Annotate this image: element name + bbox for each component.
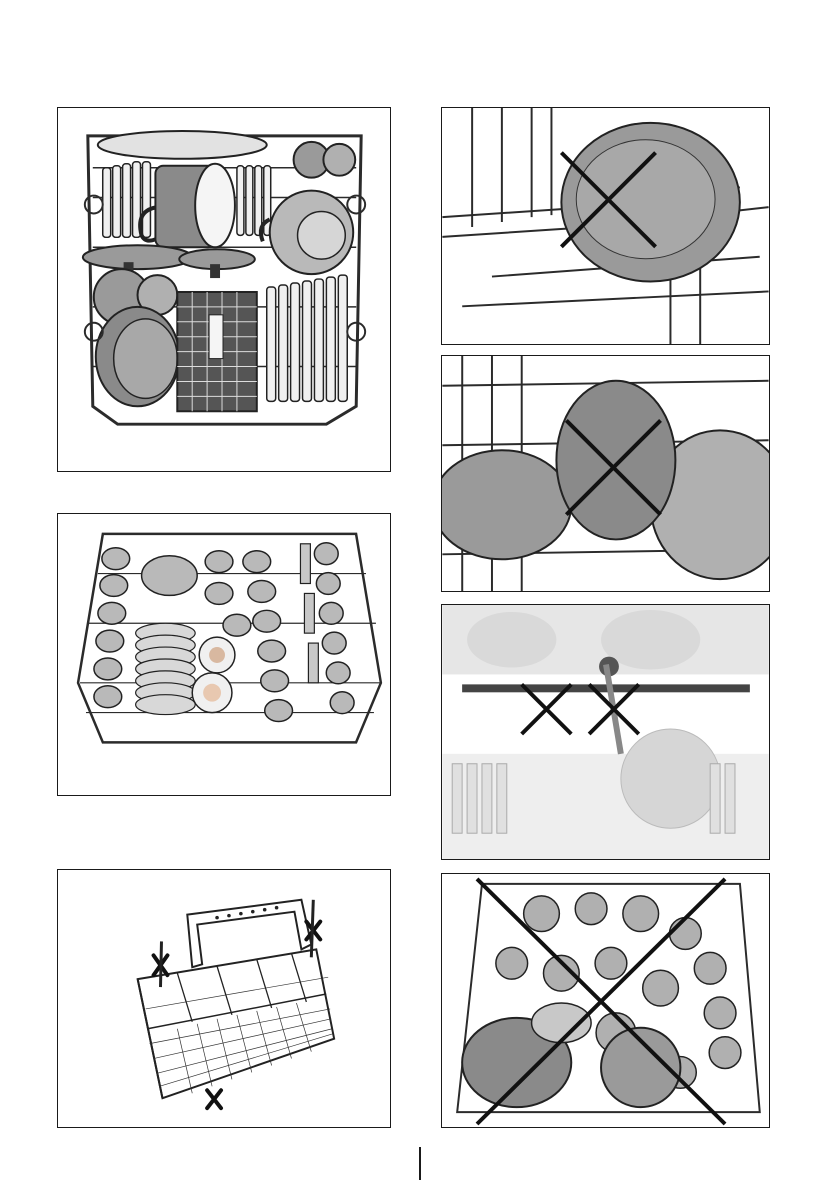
cutlery-basket-figure: [57, 869, 391, 1128]
upper-dish-rack-illustration: [58, 514, 390, 795]
page-divider: [419, 1147, 421, 1180]
spray-arm-blocked-figure: [441, 604, 770, 860]
cross-mark-icon: [207, 1090, 221, 1108]
bowls-blocking-figure: [441, 355, 770, 592]
lower-dish-rack-illustration: [58, 108, 390, 471]
cutlery-basket-illustration: [58, 870, 390, 1127]
overloaded-basket-figure: [441, 873, 770, 1128]
oversized-plate-illustration: [442, 108, 769, 344]
lower-basket-figure: [57, 107, 391, 472]
bowls-overlap-illustration: [442, 356, 769, 591]
large-plate-blocking-figure: [441, 107, 770, 345]
upper-basket-figure: [57, 513, 391, 796]
spray-arm-obstructed-illustration: [442, 605, 769, 859]
overloaded-basket-illustration: [442, 874, 769, 1127]
